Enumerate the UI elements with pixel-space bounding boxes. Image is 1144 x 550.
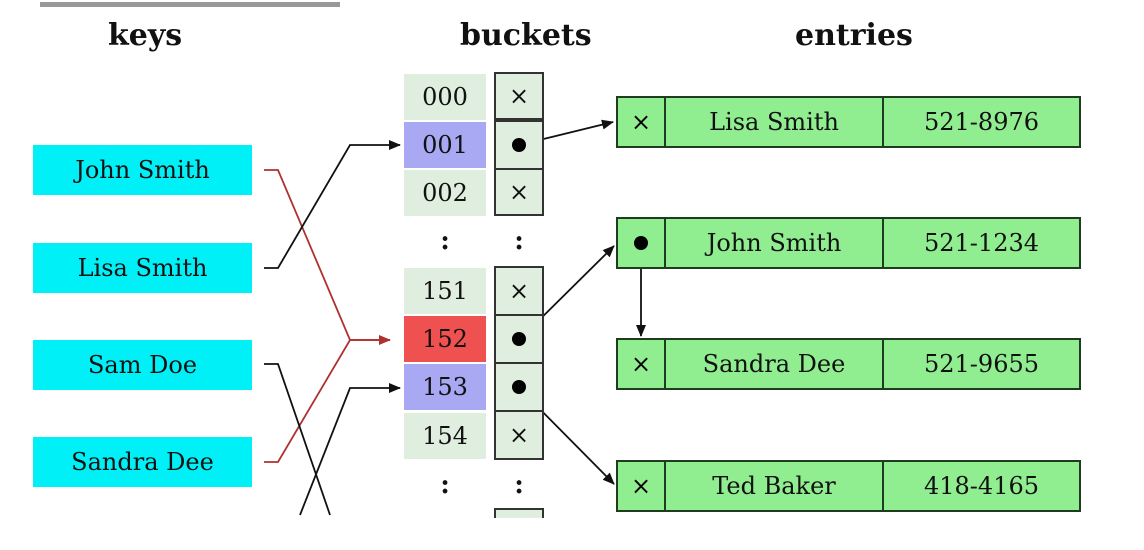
cropped-text-remnant [40,2,340,7]
entry-name: Sandra Dee [666,340,884,388]
entry-phone: 521-9655 [924,350,1039,378]
entry-phone: 418-4165 [924,472,1039,500]
bucket-index-002: 002 [404,170,486,216]
pointer-dot-icon [634,236,648,250]
entry-phone: 521-1234 [924,229,1039,257]
entry-name: Lisa Smith [666,98,884,146]
keys-header: keys [108,18,183,53]
key-sandra-dee: Sandra Dee [33,437,252,487]
bucket-slot-151: × [494,266,544,316]
bucket-index-001: 001 [404,122,486,168]
empty-x-icon: × [630,472,652,500]
entry-ted-baker: × Ted Baker 418-4165 [616,460,1081,512]
pointer-dot-icon [512,380,526,394]
bucket-slot-153 [494,362,544,412]
entry-null-pointer: × [618,462,666,510]
empty-x-icon: × [508,178,530,206]
entry-null-pointer: × [618,98,666,146]
ellipsis-slot-2: : [514,470,524,500]
ellipsis-index-1: : [440,226,450,256]
entry-phone: 521-8976 [924,108,1039,136]
bucket-index-151: 151 [404,268,486,314]
hash-line-to-153 [299,383,401,516]
ellipsis-index-2: : [440,470,450,500]
empty-x-icon: × [508,277,530,305]
bucket-index-000: 000 [404,74,486,120]
key-lisa-smith: Lisa Smith [33,243,252,293]
empty-x-icon: × [508,82,530,110]
bucket-index-152: 152 [404,316,486,362]
bucket-slot-001 [494,120,544,170]
empty-x-icon: × [630,108,652,136]
bucket-slot-000: × [494,72,544,120]
entry-sandra-dee: × Sandra Dee 521-9655 [616,338,1081,390]
entries-header: entries [795,18,913,53]
empty-x-icon: × [630,350,652,378]
entry-name: John Smith [666,219,884,267]
ellipsis-slot-1: : [514,226,524,256]
bucket-index-153: 153 [404,364,486,410]
bucket-slot-cut [494,508,544,518]
buckets-header: buckets [460,18,592,53]
key-sam-doe: Sam Doe [33,340,252,390]
hash-line-sandra-dee [264,335,391,463]
key-john-smith: John Smith [33,145,252,195]
bucket-slot-002: × [494,168,544,216]
hash-line-john-smith [264,169,390,341]
bucket-slot-154: × [494,410,544,460]
pointer-dot-icon [512,332,526,346]
entry-lisa-smith: × Lisa Smith 521-8976 [616,96,1081,148]
pointer-dot-icon [512,138,526,152]
entry-next-pointer [618,219,666,267]
hash-line-sam-doe [264,363,331,516]
entry-name: Ted Baker [666,462,884,510]
bucket-index-154: 154 [404,413,486,459]
hash-line-lisa-smith [264,140,401,269]
bucket-slot-152 [494,314,544,364]
entry-john-smith: John Smith 521-1234 [616,217,1081,269]
entry-null-pointer: × [618,340,666,388]
empty-x-icon: × [508,421,530,449]
